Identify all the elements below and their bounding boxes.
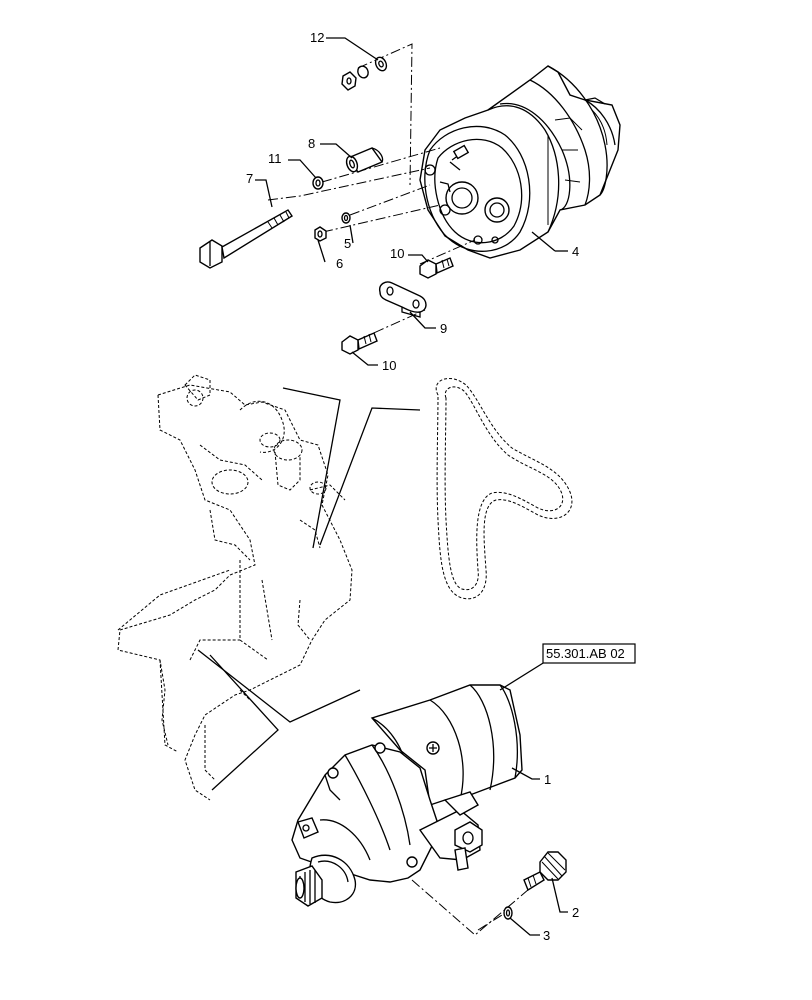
callout-9: 9 xyxy=(440,321,447,336)
callout-5: 5 xyxy=(344,236,351,251)
bolt-lower xyxy=(341,332,378,355)
leader-lines xyxy=(255,37,568,936)
alternator xyxy=(419,65,621,259)
bolt-upper xyxy=(419,257,454,279)
callout-10-upper: 10 xyxy=(390,246,404,261)
callout-11: 11 xyxy=(268,151,282,166)
starter-washer xyxy=(503,906,513,920)
callout-6: 6 xyxy=(336,256,343,271)
drive-belt xyxy=(435,377,573,600)
reference-box-label: 55.301.AB 02 xyxy=(546,646,625,661)
long-bolt xyxy=(199,209,293,269)
nut xyxy=(314,226,327,242)
callout-7: 7 xyxy=(246,171,253,186)
bushing xyxy=(345,147,384,173)
callout-3: 3 xyxy=(543,928,550,943)
lock-washer xyxy=(341,212,351,224)
starter-centerlines xyxy=(411,879,536,936)
engine-block-outline xyxy=(117,374,353,801)
callout-8: 8 xyxy=(308,136,315,151)
reference-box: 55.301.AB 02 xyxy=(542,643,636,664)
nut-washer-set xyxy=(341,56,388,91)
washer xyxy=(312,176,324,190)
callout-2: 2 xyxy=(572,905,579,920)
callout-12: 12 xyxy=(310,30,324,45)
callout-10-lower: 10 xyxy=(382,358,396,373)
bracket-plate xyxy=(378,281,427,318)
starter-motor xyxy=(291,684,523,907)
callout-numbers: 12 8 11 7 4 5 6 10 9 10 1 2 3 xyxy=(246,30,579,943)
starter-bolt xyxy=(523,851,567,892)
callout-1: 1 xyxy=(544,772,551,787)
callout-4: 4 xyxy=(572,244,579,259)
section-cut-lines xyxy=(197,387,421,791)
